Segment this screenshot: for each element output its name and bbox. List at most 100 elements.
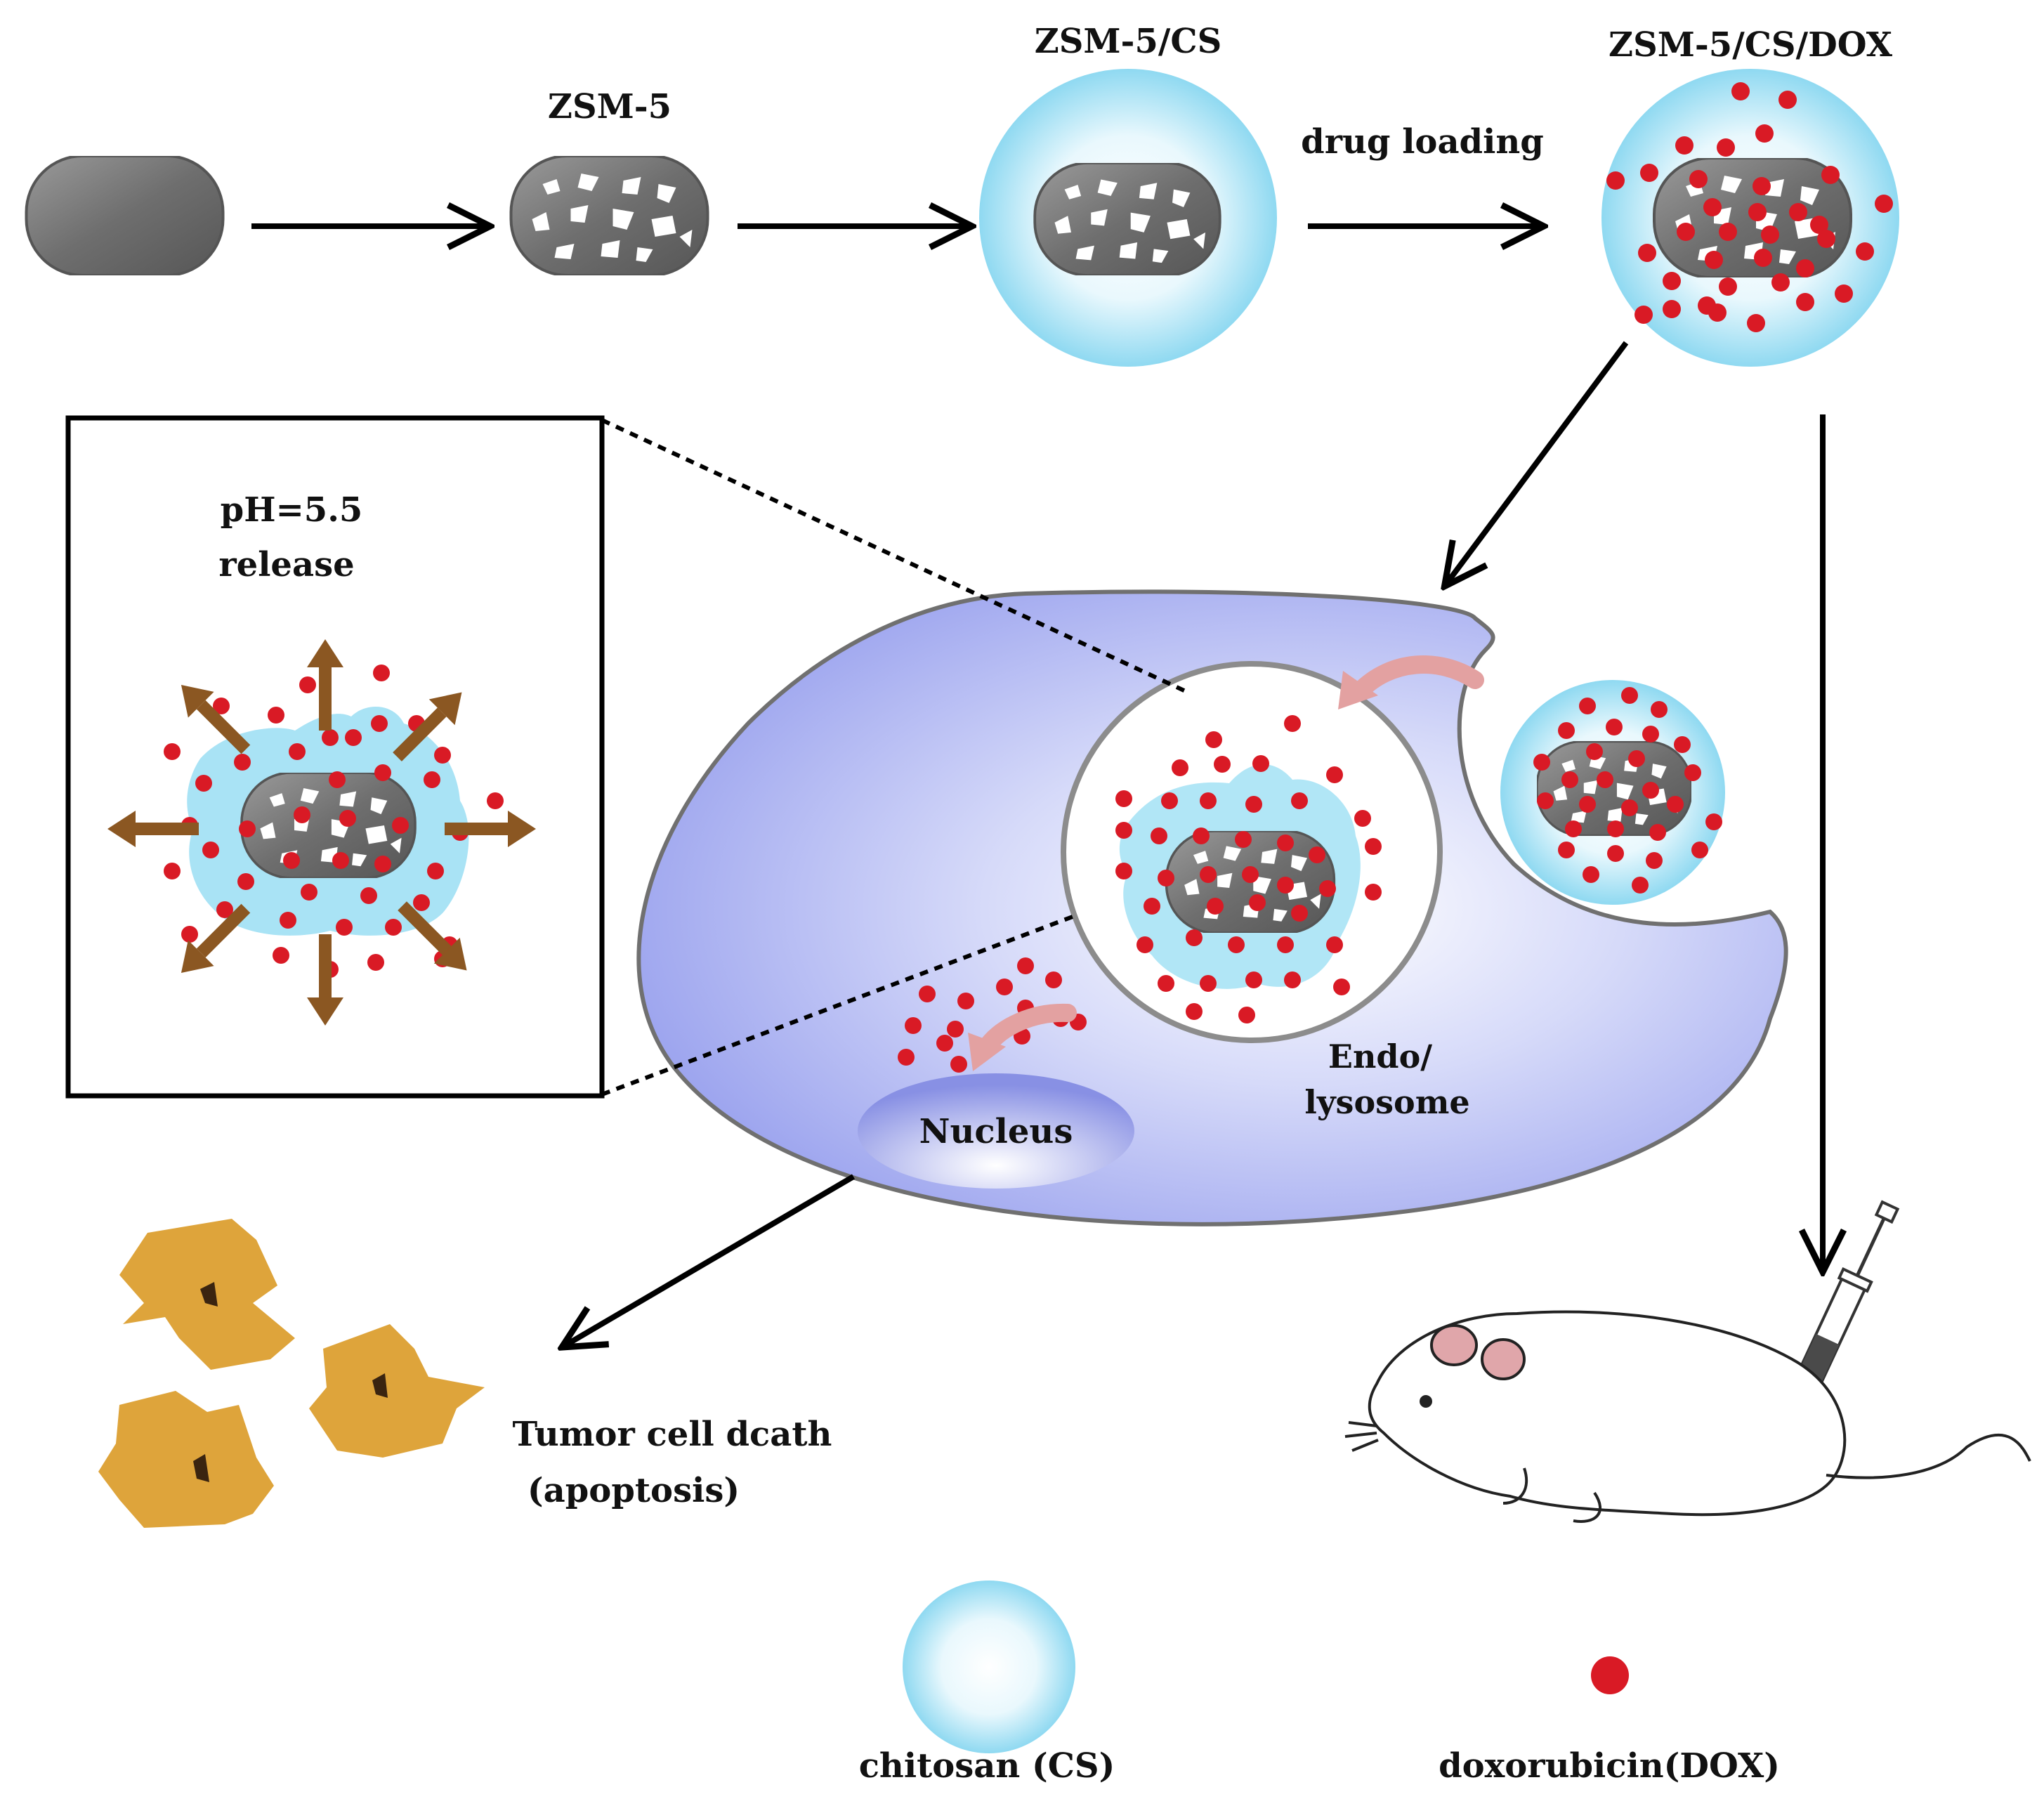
- dox-dot: [1205, 731, 1222, 748]
- dox-dot: [1284, 715, 1301, 732]
- dox-dot: [1158, 975, 1174, 992]
- dox-dot: [1586, 743, 1603, 760]
- dox-dot: [1249, 894, 1266, 911]
- dox-dot: [1642, 726, 1659, 742]
- label-nucleus: Nucleus: [919, 1112, 1073, 1151]
- dox-dot: [1689, 170, 1708, 188]
- dox-dot: [237, 873, 254, 890]
- dox-dot: [996, 979, 1013, 995]
- dox-dot: [1579, 796, 1596, 813]
- dox-dot: [1649, 824, 1666, 841]
- dox-dot: [1606, 719, 1623, 735]
- legend-dox-icon: [1591, 1656, 1629, 1694]
- dox-dot: [957, 993, 974, 1009]
- dox-dot: [413, 894, 430, 911]
- dox-dot: [1754, 249, 1772, 267]
- dox-dot: [1875, 195, 1893, 213]
- dox-dot: [336, 919, 353, 936]
- dox-dot: [1796, 259, 1814, 277]
- curved-arrow-icon-nucleus: [968, 1003, 1077, 1071]
- dox-dot: [1158, 870, 1174, 886]
- dox-dot: [339, 810, 356, 827]
- dox-dot: [919, 986, 936, 1002]
- dox-dot: [1597, 771, 1613, 788]
- dox-dot: [1186, 1003, 1203, 1020]
- mouse-icon: [1344, 1310, 2031, 1523]
- release-arrow-shaft: [398, 901, 452, 955]
- label-zsm5: ZSM-5: [548, 87, 671, 126]
- dox-dot: [1291, 792, 1308, 809]
- label-drug-loading: drug loading: [1301, 122, 1544, 162]
- dox-dot: [1579, 698, 1596, 714]
- dox-dot: [1628, 750, 1645, 767]
- dox-dot: [1558, 842, 1575, 858]
- dox-dot: [1017, 957, 1034, 974]
- release-arrow-head: [428, 692, 462, 726]
- dox-dot: [427, 863, 444, 879]
- dox-dot: [1719, 277, 1737, 296]
- dox-dot: [950, 1056, 967, 1073]
- dox-dot: [1771, 273, 1790, 292]
- dox-dot: [1193, 827, 1210, 844]
- dox-dot: [360, 887, 377, 904]
- dox-dot: [1705, 813, 1722, 830]
- dox-dot: [1136, 936, 1153, 953]
- dox-dot: [1634, 306, 1653, 324]
- dox-dot: [234, 754, 251, 771]
- dox-dot: [1277, 835, 1294, 851]
- dox-dot: [1642, 782, 1659, 799]
- zsm5-cs-core: [1033, 163, 1221, 275]
- dox-dot: [1607, 820, 1624, 837]
- dox-dots-lysosome: [1115, 715, 1382, 1023]
- legend-chitosan-icon: [903, 1581, 1075, 1753]
- dox-dot: [1291, 905, 1308, 922]
- dox-dot: [1684, 764, 1701, 781]
- dox-dot: [332, 852, 349, 869]
- release-arrow-head: [181, 940, 214, 974]
- dox-dot: [1646, 852, 1663, 869]
- dox-dot: [1561, 771, 1578, 788]
- dox-dot: [373, 665, 390, 681]
- dox-dot: [202, 842, 219, 858]
- release-arrow-head: [181, 684, 214, 718]
- dox-dot: [322, 729, 339, 746]
- dox-dot: [1172, 759, 1188, 776]
- dox-dot: [213, 698, 230, 714]
- dox-dot: [371, 715, 388, 732]
- dox-dot: [374, 856, 391, 872]
- dox-dot: [1161, 792, 1178, 809]
- dox-dot: [905, 1017, 922, 1034]
- dox-dot: [1717, 138, 1735, 157]
- arrow-to-cell: [1447, 341, 1629, 583]
- dox-dot: [195, 775, 212, 792]
- dox-dot: [1200, 792, 1217, 809]
- zoom-line-bottom: [601, 912, 1080, 1097]
- release-arrow-head: [433, 937, 467, 971]
- dox-dot: [1651, 701, 1668, 718]
- dox-dot: [1242, 866, 1259, 883]
- dox-dot: [424, 771, 440, 788]
- dox-dot: [374, 764, 391, 781]
- label-release: release: [218, 545, 354, 584]
- dox-dot: [1621, 687, 1638, 704]
- dox-dot: [1748, 203, 1767, 221]
- nucleus: [858, 1073, 1134, 1189]
- dox-dot: [164, 743, 181, 760]
- dox-dot: [1691, 842, 1708, 858]
- dox-dots-release: [164, 665, 504, 978]
- label-tumor-death: Tumor cell dcath: [513, 1415, 832, 1454]
- release-arrow-head: [107, 811, 136, 847]
- release-arrow-head: [508, 811, 536, 847]
- label-apoptosis: (apoptosis): [528, 1471, 740, 1510]
- dox-dot: [1632, 877, 1649, 894]
- label-endo: Endo/: [1328, 1038, 1432, 1075]
- dox-dot: [1309, 846, 1325, 863]
- legend-dox-label: doxorubicin(DOX): [1439, 1746, 1780, 1786]
- arrow-to-death: [565, 1174, 856, 1345]
- dox-dot: [1621, 799, 1638, 816]
- dox-dot: [367, 954, 384, 971]
- dox-dot: [181, 926, 198, 943]
- dox-dot: [1207, 898, 1224, 915]
- dox-dot: [1731, 82, 1750, 100]
